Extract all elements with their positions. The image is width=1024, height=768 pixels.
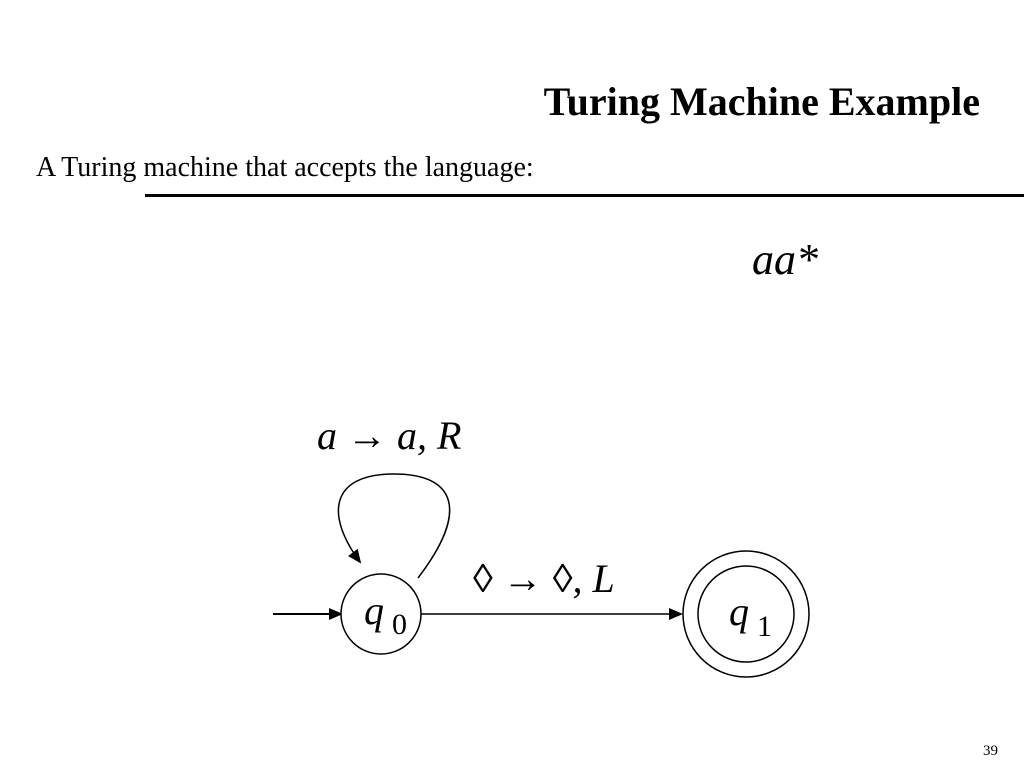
title-divider [145,194,1024,197]
state-q1-inner-circle [697,565,795,663]
state-q0-subscript: 0 [392,608,407,641]
page-number: 39 [983,743,998,759]
subtitle: A Turing machine that accepts the langua… [36,152,534,183]
language-expression: aa* [752,235,818,284]
transition-label-q0-q1: ◊ → ◊, L [473,556,615,601]
self-loop-arrow [337,473,451,579]
state-q1-subscript: 1 [757,610,772,643]
self-loop-label: a → a, R [317,413,461,458]
state-q1-label: q [729,589,749,634]
state-q0-label: q [364,588,384,633]
slide-title: Turing Machine Example [543,79,980,124]
